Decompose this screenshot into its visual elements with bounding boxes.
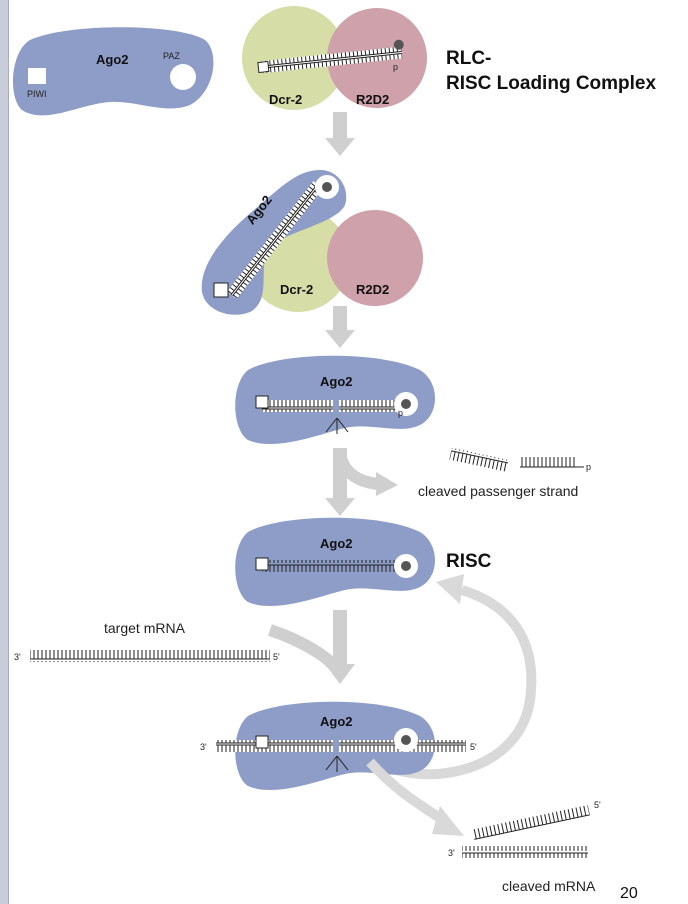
paz-label: PAZ: [163, 51, 180, 61]
ago2-label-5: Ago2: [320, 714, 353, 729]
fragment-five-prime-label: 5': [594, 800, 601, 810]
rlc-five-prime-p-label: p: [393, 62, 399, 72]
target-mrna-strand: [30, 650, 270, 662]
rlc-title-line2: RISC Loading Complex: [446, 73, 657, 94]
ago2-label-4: Ago2: [320, 536, 353, 551]
free-ago2: [12, 27, 214, 116]
piwi-domain: [28, 68, 46, 84]
passenger-p-label: p: [398, 408, 404, 418]
r2d2-circle-2: [327, 210, 423, 306]
arrow-to-passenger: [334, 453, 398, 496]
risc-label: RISC: [446, 551, 492, 572]
fragment-p-label: p: [586, 462, 592, 472]
slide-left-edge: [0, 0, 9, 904]
piwi-site-3: [255, 395, 269, 409]
ago2-loading-complex: [201, 170, 423, 315]
rlc-title-line1: RLC-: [446, 48, 492, 69]
sirna-duplex: [257, 39, 404, 74]
ago2-passenger-cleavage: [235, 355, 435, 445]
r2d2-label-1: R2D2: [356, 92, 390, 107]
dcr2-label-1: Dcr-2: [269, 92, 303, 107]
bound-three-prime-label: 3': [200, 742, 207, 752]
cleaved-mrna-fragments: [462, 804, 590, 858]
arrow-loading-to-cleavage: [325, 306, 355, 348]
dcr2-label-2: Dcr-2: [280, 282, 314, 297]
piwi-site-5: [255, 735, 269, 749]
ago2-target-cleavage: [216, 701, 466, 791]
arrow-to-cleaved-mrna: [366, 758, 464, 836]
ago2-label-3: Ago2: [320, 374, 353, 389]
piwi-bound-end: [213, 282, 229, 298]
arrow-recycle-to-risc: [372, 574, 537, 780]
bound-five-prime-label: 5': [470, 742, 477, 752]
piwi-site-4: [255, 557, 269, 571]
tilted-duplex: [227, 181, 323, 299]
scissor-mark-5: [325, 755, 349, 772]
target-five-prime-label: 5': [273, 652, 280, 662]
cleaved-mrna-label: cleaved mRNA: [502, 878, 596, 894]
ago2-shape: [12, 27, 214, 116]
target-three-prime-label: 3': [14, 652, 21, 662]
arrow-risc-to-target-cleavage: [268, 610, 355, 684]
paz-domain: [170, 64, 196, 90]
ago2-label-1: Ago2: [96, 52, 129, 67]
scissor-mark-3: [325, 417, 349, 434]
r2d2-label-2: R2D2: [356, 282, 390, 297]
risc-complex: [235, 517, 435, 607]
arrow-rlc-to-loading: [325, 112, 355, 156]
piwi-label: PIWI: [27, 89, 47, 99]
fragment-three-prime-label: 3': [448, 848, 455, 858]
target-mrna-label: target mRNA: [104, 620, 185, 636]
cleaved-passenger-strand-label: cleaved passenger strand: [418, 483, 579, 499]
passenger-fragments: [449, 447, 584, 472]
slide-number: 20: [620, 885, 638, 902]
rlc-complex: [242, 6, 427, 110]
